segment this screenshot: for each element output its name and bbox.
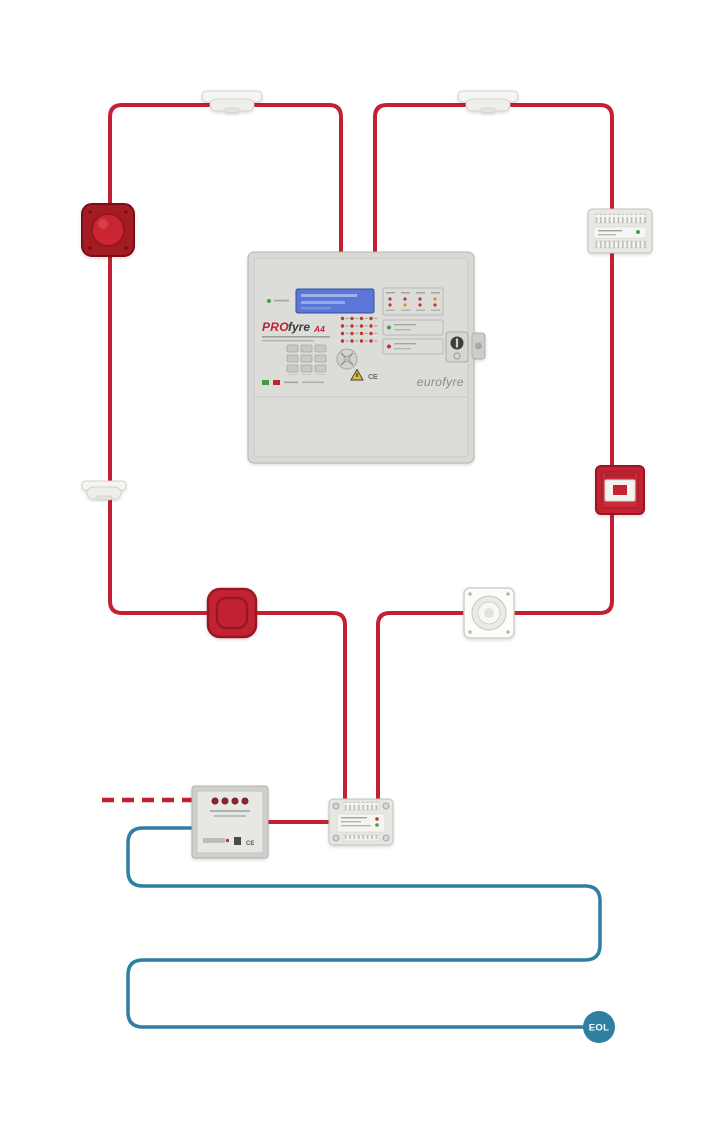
panel-logo-pro: PRO bbox=[262, 320, 289, 334]
navigation-pad bbox=[336, 348, 358, 370]
warning-icon bbox=[350, 368, 364, 381]
eol-circle bbox=[583, 1011, 615, 1043]
panel-door-lock bbox=[471, 332, 486, 360]
keypad bbox=[286, 344, 328, 375]
interface-module-right-icon bbox=[587, 208, 653, 254]
status-indicator-groups bbox=[382, 287, 444, 355]
lcd-display bbox=[295, 288, 375, 314]
panel-logo-model: A4 bbox=[313, 324, 325, 334]
smoke-detector-top-right-icon bbox=[457, 90, 519, 114]
conventional-blue-wire bbox=[126, 826, 602, 1029]
fire-alarm-control-panel: PRO fyre A4 CE bbox=[247, 251, 486, 464]
smoke-detector-left-icon bbox=[81, 480, 127, 501]
panel-logo: PRO fyre A4 bbox=[262, 320, 330, 342]
smoke-detector-top-left-icon bbox=[201, 90, 263, 114]
wall-sounder-icon bbox=[206, 587, 258, 639]
eol-label: EOL bbox=[589, 1023, 609, 1034]
panel-ce-mark: CE bbox=[368, 374, 378, 381]
function-legend bbox=[262, 380, 324, 385]
loop-speaker-icon bbox=[463, 587, 515, 639]
control-module-icon: CE bbox=[191, 785, 269, 859]
module-ce-mark: CE bbox=[246, 841, 254, 847]
manual-call-point-icon bbox=[595, 465, 645, 515]
key-switch bbox=[445, 331, 469, 363]
panel-brand: eurofyre bbox=[417, 375, 464, 389]
power-led bbox=[267, 299, 271, 303]
loop-wire-left bbox=[108, 103, 347, 804]
zone-led-grid bbox=[340, 315, 378, 345]
interface-module-bottom-icon bbox=[328, 798, 394, 846]
loop-wiring bbox=[102, 103, 614, 1029]
eol-terminator: EOL bbox=[583, 1011, 615, 1043]
sounder-beacon-icon bbox=[81, 203, 135, 257]
panel-logo-fyre: fyre bbox=[288, 320, 310, 334]
loop-wire-right bbox=[373, 103, 614, 804]
